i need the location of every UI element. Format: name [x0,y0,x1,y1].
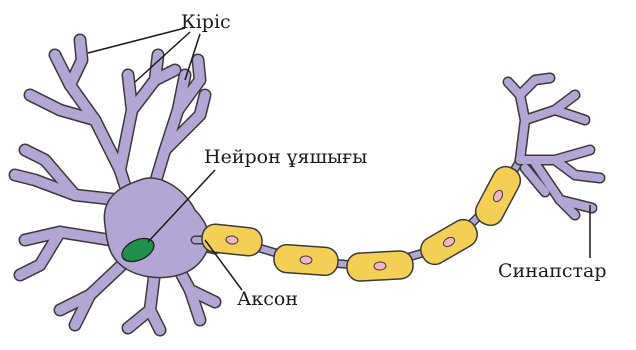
myelin-segment [471,162,525,230]
dendrites-fill [15,40,215,330]
inputs-label: Кіріс [181,13,231,32]
myelin-node [374,262,386,271]
dendrites [15,40,215,330]
nucleus-label: Нейрон ұяшығы [204,148,367,167]
myelin-segment [346,250,413,281]
synapses-label: Синапстар [498,262,607,281]
myelin-segment [416,215,482,269]
axon-label: Аксон [237,290,298,309]
myelin-segment [273,244,339,276]
myelin-segment [201,223,264,257]
myelin-node [300,256,313,265]
axon-terminals [508,78,600,215]
